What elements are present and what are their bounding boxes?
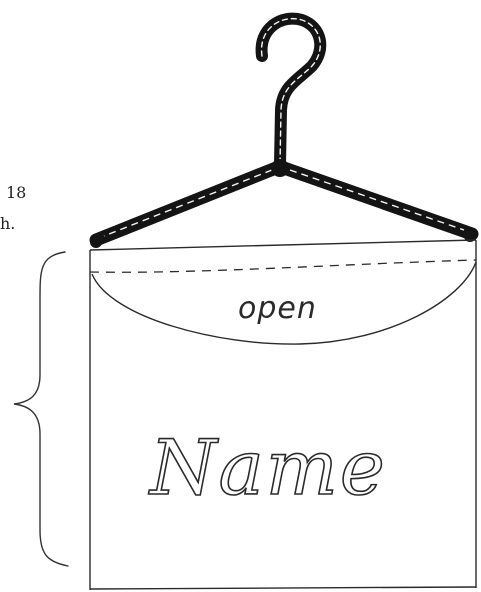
coat-hanger-icon: [90, 19, 476, 248]
flap-label: open: [238, 291, 317, 326]
fold-line: [90, 260, 476, 272]
side-note-word: h.: [0, 214, 15, 233]
bag-name-label: Name: [148, 423, 387, 512]
side-note-number: 18: [6, 183, 26, 202]
height-brace: [14, 252, 68, 566]
